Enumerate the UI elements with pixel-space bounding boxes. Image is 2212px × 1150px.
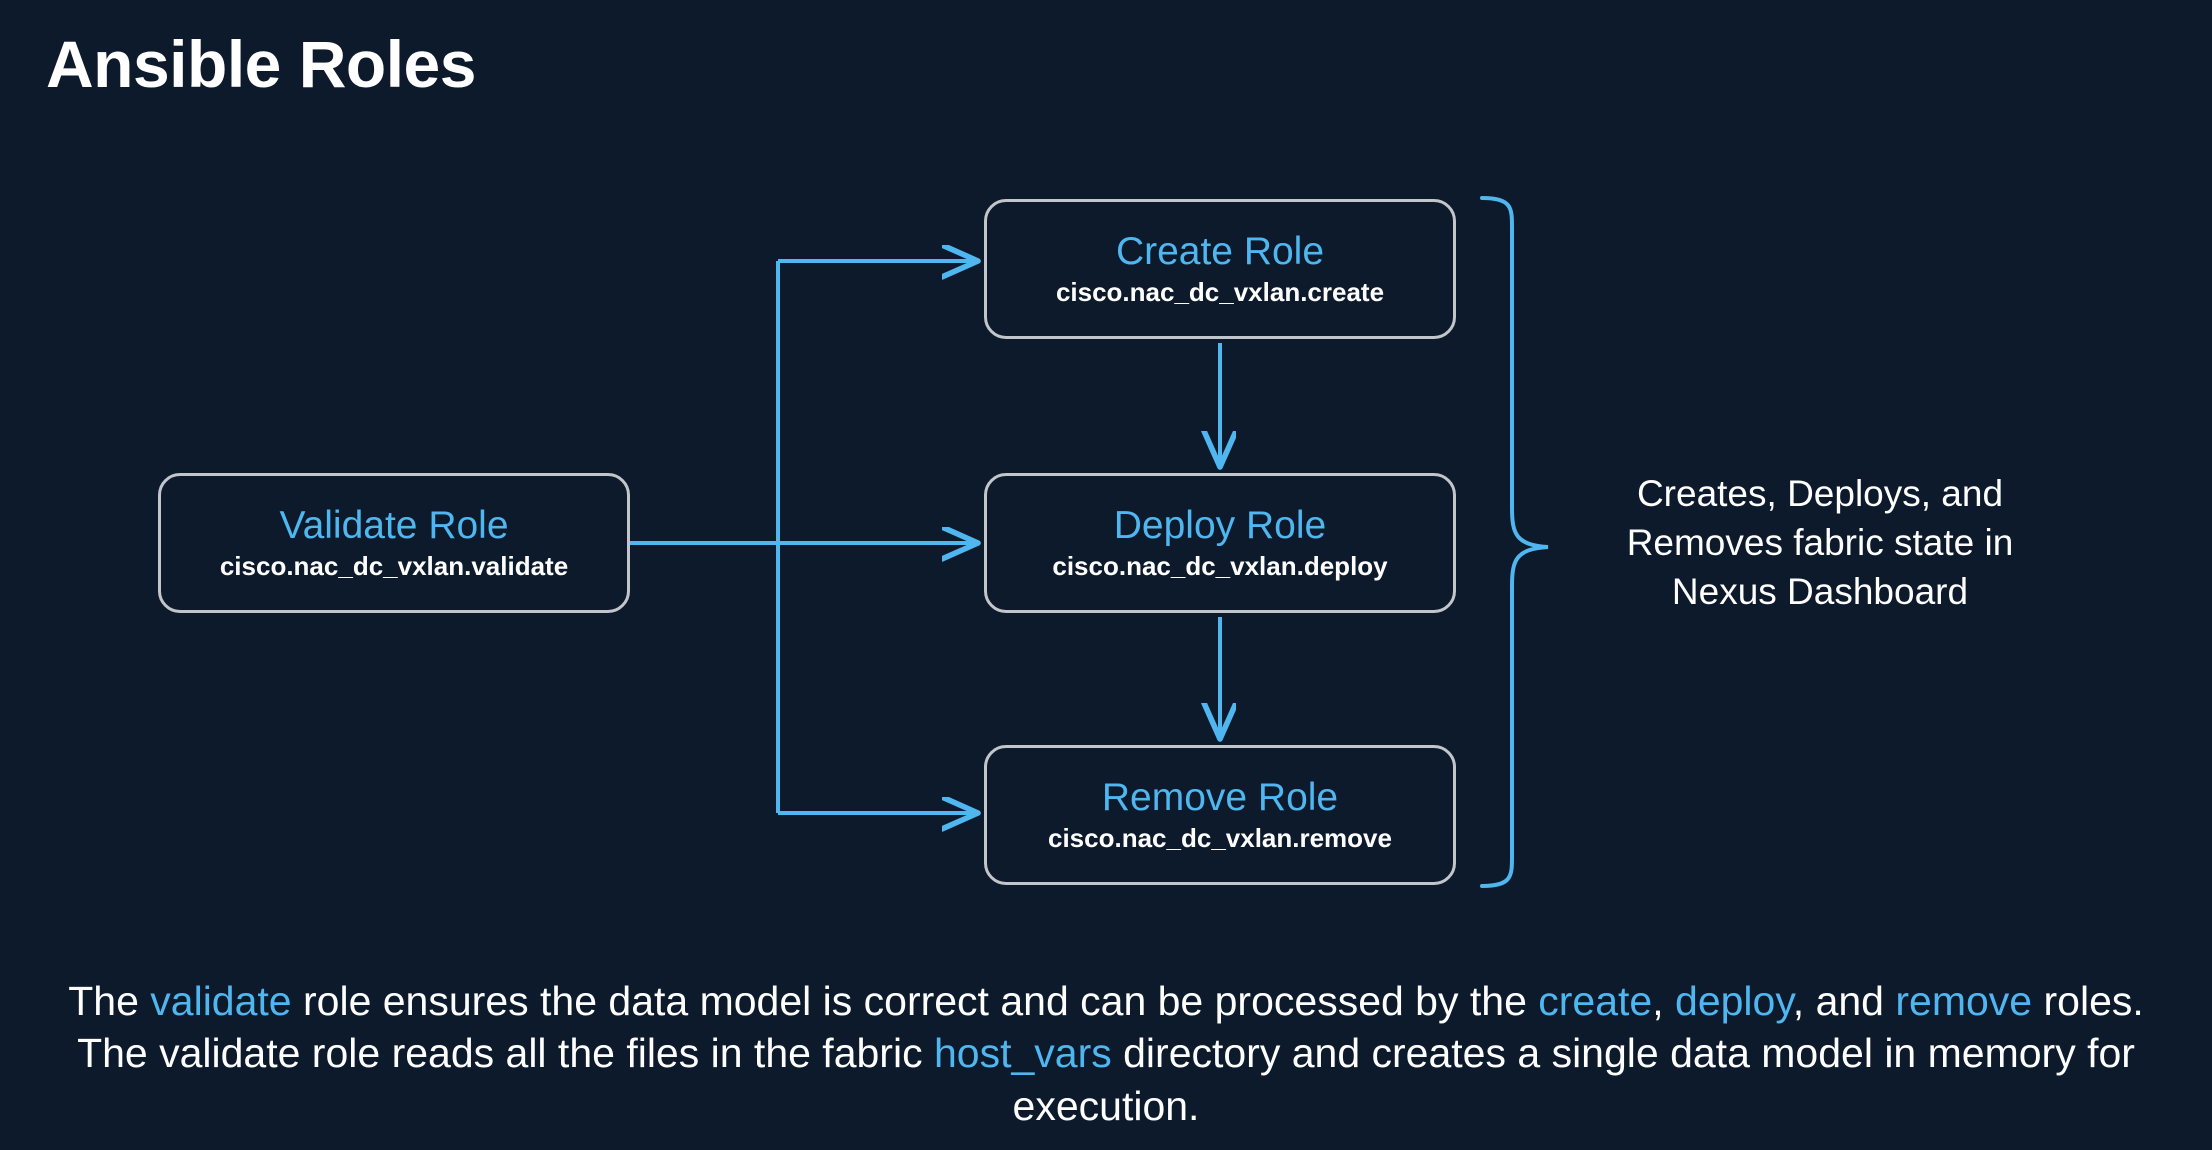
- role-box-validate[interactable]: Validate Role cisco.nac_dc_vxlan.validat…: [158, 473, 630, 613]
- role-box-remove[interactable]: Remove Role cisco.nac_dc_vxlan.remove: [984, 745, 1456, 885]
- paragraph-segment-2: role ensures the data model is correct a…: [291, 978, 1539, 1024]
- keyword-validate: validate: [150, 978, 292, 1024]
- keyword-deploy: deploy: [1675, 978, 1793, 1024]
- role-title-validate: Validate Role: [279, 503, 509, 547]
- role-title-remove: Remove Role: [1101, 775, 1339, 819]
- role-title-deploy: Deploy Role: [1113, 503, 1327, 547]
- brace-caption-line-1: Creates, Deploys, and: [1636, 473, 2004, 514]
- paragraph-segment-3: ,: [1652, 978, 1676, 1024]
- paragraph-segment-4: , and: [1792, 978, 1896, 1024]
- role-fqcn-deploy: cisco.nac_dc_vxlan.deploy: [1052, 551, 1388, 582]
- grouping-brace: [1480, 196, 1549, 888]
- paragraph-segment-5: roles. The validate role reads all the f…: [77, 978, 2144, 1077]
- role-fqcn-create: cisco.nac_dc_vxlan.create: [1055, 277, 1385, 308]
- role-box-create[interactable]: Create Role cisco.nac_dc_vxlan.create: [984, 199, 1456, 339]
- role-fqcn-remove: cisco.nac_dc_vxlan.remove: [1048, 823, 1392, 854]
- role-fqcn-validate: cisco.nac_dc_vxlan.validate: [219, 551, 569, 582]
- role-title-create: Create Role: [1115, 229, 1325, 273]
- keyword-create: create: [1538, 978, 1653, 1024]
- role-box-deploy[interactable]: Deploy Role cisco.nac_dc_vxlan.deploy: [984, 473, 1456, 613]
- keyword-remove: remove: [1895, 978, 2033, 1024]
- description-paragraph: The validate role ensures the data model…: [40, 975, 2172, 1132]
- paragraph-segment-6: directory and creates a single data mode…: [1012, 1030, 2135, 1129]
- paragraph-segment-1: The: [68, 978, 151, 1024]
- page-title: Ansible Roles: [46, 27, 476, 101]
- keyword-host-vars: host_vars: [933, 1030, 1112, 1077]
- brace-caption: Creates, Deploys, and Removes fabric sta…: [1570, 470, 2070, 616]
- brace-caption-line-3: Nexus Dashboard: [1671, 570, 1969, 612]
- brace-caption-line-2: Removes fabric state in: [1626, 521, 2014, 563]
